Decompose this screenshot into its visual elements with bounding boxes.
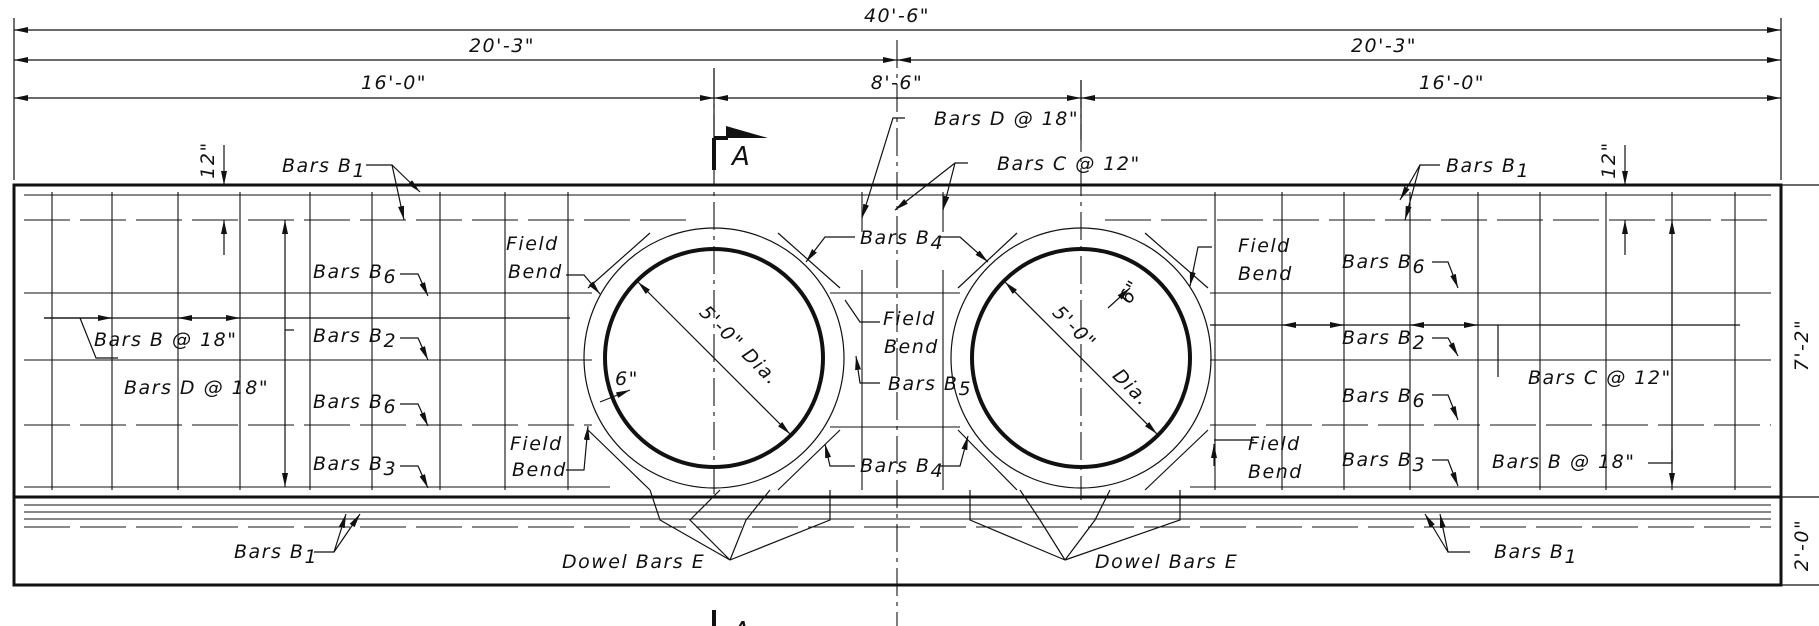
label-bars-b2-left: Bars B2 <box>313 325 397 352</box>
dim-overall: 40'-6" <box>864 5 930 27</box>
label-bend-left-bottom: Bend <box>512 459 567 481</box>
label-bars-b1-bottom-left: Bars B1 <box>234 541 318 568</box>
label-bars-d-18-left: Bars D @ 18" <box>124 377 269 399</box>
dim-right-half: 20'-3" <box>1351 35 1417 57</box>
label-bend-right-bottom: Bend <box>1248 461 1303 483</box>
cover-right: 12" <box>1598 141 1620 178</box>
label-bars-b3-right: Bars B3 <box>1342 449 1426 476</box>
label-bars-b1-top-right: Bars B1 <box>1446 155 1530 182</box>
cover-dimensions <box>221 145 1628 255</box>
label-field-left-top: Field <box>506 233 559 255</box>
label-bars-c-12-right: Bars C @ 12" <box>1528 367 1672 389</box>
dim-wall-height: 7'-2" <box>1791 319 1813 372</box>
label-bend-left-top: Bend <box>508 261 563 283</box>
label-bars-b1-bottom-right: Bars B1 <box>1494 541 1578 568</box>
dim-footing-height: 2'-0" <box>1791 519 1813 572</box>
clearance-left: 6" <box>615 368 639 390</box>
cover-left: 12" <box>197 141 219 178</box>
label-bars-b-18-left: Bars B @ 18" <box>94 329 237 351</box>
label-bend-right-top: Bend <box>1238 263 1293 285</box>
label-bars-b5: Bars B5 <box>888 373 972 400</box>
label-field-left-bottom: Field <box>510 433 563 455</box>
label-bars-b1-top-left: Bars B1 <box>282 155 366 182</box>
clearance-right: 6" <box>1115 276 1146 308</box>
dim-left-half: 20'-3" <box>469 35 535 57</box>
label-bars-b6-left-2: Bars B6 <box>313 391 397 418</box>
leader-lines <box>79 117 1673 561</box>
label-bars-b4-bottom: Bars B4 <box>860 455 944 482</box>
pipe-left-diameter: 5'-0" Dia. <box>695 301 784 390</box>
label-bars-b6-right-1: Bars B6 <box>1342 251 1426 278</box>
dim-center-segment: 8'-6" <box>871 72 924 94</box>
vertical-bars <box>51 192 1736 490</box>
label-bars-b3-left: Bars B3 <box>313 453 397 480</box>
label-dowel-bars-e-left: Dowel Bars E <box>562 551 705 573</box>
label-dowel-bars-e-right: Dowel Bars E <box>1095 551 1238 573</box>
label-bars-b6-left-1: Bars B6 <box>313 261 397 288</box>
pipe-right-diameter-b: Dia. <box>1108 365 1154 411</box>
label-bars-c-12-center: Bars C @ 12" <box>997 153 1141 175</box>
right-dimension-lines <box>1781 184 1819 586</box>
pipe-right-diameter-a: 5'-0" <box>1048 301 1101 354</box>
section-cut-top <box>712 126 768 626</box>
label-bars-d-18-center: Bars D @ 18" <box>934 108 1079 130</box>
dim-right-segment: 16'-0" <box>1419 72 1485 94</box>
label-bars-b6-right-2: Bars B6 <box>1342 385 1426 412</box>
label-field-right-top: Field <box>1238 235 1291 257</box>
section-label-bottom: A <box>730 617 751 626</box>
label-bend-center: Bend <box>884 336 939 358</box>
label-bars-b-18-right: Bars B @ 18" <box>1492 451 1635 473</box>
label-bars-b4-top: Bars B4 <box>860 227 944 254</box>
label-bars-b2-right: Bars B2 <box>1342 327 1426 354</box>
spacing-chains <box>44 220 1740 487</box>
dim-left-segment: 16'-0" <box>361 72 427 94</box>
label-field-right-bottom: Field <box>1248 433 1301 455</box>
section-label-top: A <box>730 142 751 172</box>
label-field-center: Field <box>883 308 936 330</box>
